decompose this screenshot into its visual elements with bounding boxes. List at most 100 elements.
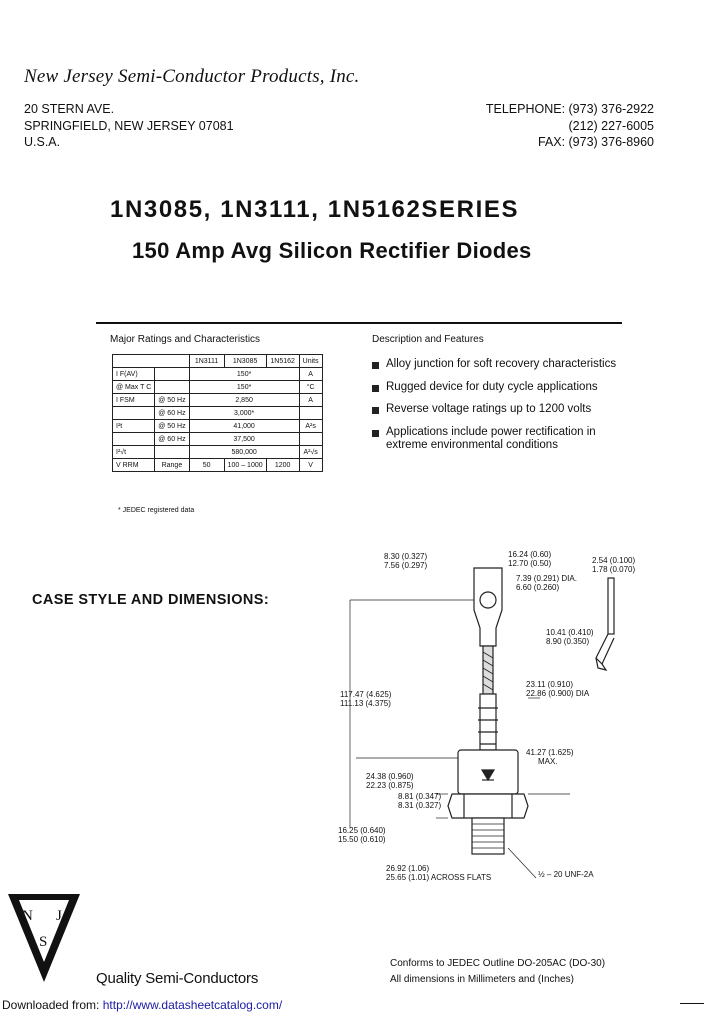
unit-cell: A [298,393,323,407]
unit-cell [298,432,323,446]
dim-text: 8.90 (0.350) [546,637,590,646]
symbol-cell: V RRM [111,458,156,472]
dim-text: 8.30 (0.327) [384,552,428,561]
cond-cell [154,380,190,394]
dim-text: 117.47 (4.625) [340,690,392,699]
fax-line: FAX: (973) 376-8960 [537,135,654,149]
dim-label: 7.39 (0.291) DIA. 6.60 (0.260) [516,574,577,592]
cond-cell [154,367,190,381]
download-label: Downloaded from: [2,998,100,1012]
value-cell: 150* [188,380,300,394]
dim-text: 16.25 (0.640) [338,826,386,835]
case-drawing [349,567,615,879]
dim-label: 26.92 (1.06) 25.65 (1.01) ACROSS FLATS [386,864,491,882]
njs-logo: N J S [8,894,80,982]
dim-text: 7.56 (0.297) [384,561,428,570]
ratings-heading: Major Ratings and Characteristics [110,334,261,345]
case-heading: CASE STYLE AND DIMENSIONS: [32,592,270,608]
address-line: U.S.A. [24,135,61,149]
table-row: V RRM Range 50 100 – 1000 1200 V [111,458,323,472]
dim-text: ACROSS FLATS [430,873,492,882]
table-row: @ 60 Hz 3,000* [111,406,323,420]
table-header-cell [112,354,190,368]
product-subtitle: 150 Amp Avg Silicon Rectifier Diodes [132,238,532,263]
dim-text: 24.38 (0.960) [366,772,414,781]
dim-text: 22.23 (0.875) [366,781,414,790]
series-title: 1N3085, 1N3111, 1N5162SERIES [110,196,520,223]
dim-text: 7.39 (0.291) [516,574,560,583]
dim-text: DIA. [561,574,577,583]
cond-cell: @ 50 Hz [154,393,190,407]
list-item: Rugged device for duty cycle application… [372,381,622,395]
unit-cell: A²s [298,419,323,433]
symbol-cell: I FSM [111,393,156,407]
dim-text: 2.54 (0.100) [592,556,636,565]
dim-text: 15.50 (0.610) [338,835,386,844]
phone-line: (212) 227-6005 [568,118,654,133]
dim-text: 41.27 (1.625) [526,748,574,757]
dim-text: 10.41 (0.410) [546,628,594,637]
dim-label: 2.54 (0.100) 1.78 (0.070) [592,556,635,574]
list-item: Alloy junction for soft recovery charact… [372,358,622,372]
cond-cell [154,445,190,459]
symbol-cell [111,406,156,420]
dim-label: 117.47 (4.625) 111.13 (4.375) [340,690,391,708]
value-cell: 50 [188,458,225,472]
value-cell: 2,850 [188,393,300,407]
table-row: @ 60 Hz 37,500 [111,432,323,446]
logo-letter: J [56,908,62,924]
company-phone: TELEPHONE: (973) 376-2922 (212) 227-6005… [486,101,654,151]
symbol-cell: I²t [111,419,156,433]
value-cell: 100 – 1000 [223,458,267,472]
dim-label: ½ – 20 UNF-2A [538,870,594,879]
conforms-text: Conforms to JEDEC Outline DO-205AC (DO-3… [390,958,606,969]
table-row: @ Max T C 150* °C [111,380,323,394]
dim-text: 25.65 (1.01) [386,873,430,882]
value-cell: 1200 [265,458,300,472]
unit-cell [298,406,323,420]
ratings-table: 1N3111 1N3085 1N5162 Units I F(AV) 150* … [111,354,323,472]
value-cell: 41,000 [188,419,300,433]
features-list: Alloy junction for soft recovery charact… [372,358,622,462]
dim-text: 6.60 (0.260) [516,583,560,592]
dim-text: 16.24 (0.60) [508,550,552,559]
company-name: New Jersey Semi-Conductor Products, Inc. [24,66,360,87]
value-cell: 580,000 [188,445,300,459]
unit-cell: °C [298,380,323,394]
features-heading: Description and Features [372,334,484,345]
divider [96,322,622,324]
dim-text: 12.70 (0.50) [508,559,552,568]
symbol-cell: I F(AV) [111,367,156,381]
cond-cell: @ 60 Hz [154,406,190,420]
symbol-cell: @ Max T C [111,380,156,394]
dim-text: 111.13 (4.375) [340,699,391,708]
dim-label: 8.30 (0.327) 7.56 (0.297) [384,552,427,570]
dim-text: 8.31 (0.327) [398,801,442,810]
download-source: Downloaded from: http://www.datasheetcat… [2,998,282,1012]
dim-text: 8.81 (0.347) [398,792,442,801]
dim-label: 24.38 (0.960) 22.23 (0.875) [366,772,414,790]
table-row: I²t @ 50 Hz 41,000 A²s [111,419,323,433]
table-header-cell: 1N3085 [223,354,267,368]
conformance-note: Conforms to JEDEC Outline DO-205AC (DO-3… [390,956,605,988]
table-row: I FSM @ 50 Hz 2,850 A [111,393,323,407]
list-item: Reverse voltage ratings up to 1200 volts [372,403,622,417]
dim-text: DIA [575,689,590,698]
unit-cell: A [298,367,323,381]
address-line: SPRINGFIELD, NEW JERSEY 07081 [24,118,234,133]
dim-text: 23.11 (0.910) [526,680,573,689]
unit-cell: A²√s [298,445,323,459]
dim-label: 16.25 (0.640) 15.50 (0.610) [338,826,386,844]
dim-text: 26.92 (1.06) [386,864,430,873]
quality-tagline: Quality Semi-Conductors [96,970,259,987]
logo-letter: S [39,934,47,950]
value-cell: 3,000* [188,406,300,420]
dim-text: 1.78 (0.070) [592,565,636,574]
table-header-cell: 1N5162 [265,354,300,368]
company-address: 20 STERN AVE. SPRINGFIELD, NEW JERSEY 07… [24,101,234,151]
phone-line: TELEPHONE: (973) 376-2922 [485,102,654,116]
download-link[interactable]: http://www.datasheetcatalog.com/ [102,998,283,1012]
cond-cell: @ 60 Hz [154,432,190,446]
dim-label: 16.24 (0.60) 12.70 (0.50) [508,550,551,568]
table-footnote: * JEDEC registered data [118,507,195,514]
